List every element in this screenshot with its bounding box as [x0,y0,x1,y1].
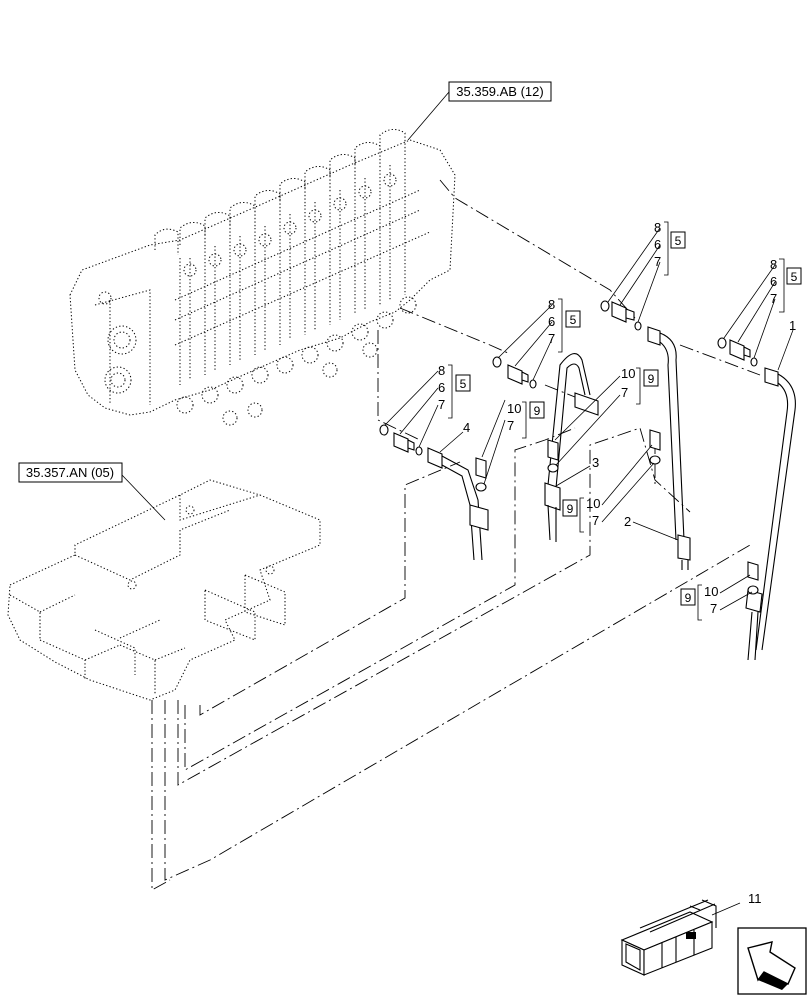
routing-lines [151,179,761,891]
callout-8b: 8 [770,257,777,272]
o-ring-7g [649,455,661,465]
callout-7e: 7 [507,418,514,433]
o-ring-7a [634,321,642,331]
kit-label-5d: 5 [460,377,467,391]
callout-8c: 8 [548,297,555,312]
callout-6a: 6 [654,237,661,252]
callout-11: 11 [748,891,762,906]
bottom-ports [176,296,417,426]
kit-box-9g[interactable] [562,499,578,517]
adapter-6a [611,301,627,323]
callout-7h: 7 [710,601,717,616]
fitting-group-d: 8 6 7 5 [379,363,471,456]
pilot-block [7,479,321,701]
kit-box-5a[interactable] [670,231,686,249]
kit-label-5c: 5 [570,313,577,327]
hydraulic-pipe-2: 2 [624,326,691,570]
callout-7g: 7 [592,513,599,528]
hydraulic-pipe-4: 4 [427,420,489,561]
callout-7a: 7 [654,254,661,269]
o-ring-7f [547,463,559,473]
o-ring-8d [379,424,389,436]
o-ring-7c [529,379,537,389]
kit-box-5d[interactable] [455,374,471,392]
callout-10h: 10 [704,584,718,599]
kit-label-9f: 9 [648,372,655,386]
union-10g [649,429,661,451]
kit-box-5b[interactable] [786,267,802,285]
pilot-reference[interactable]: 35.357.AN (05) [18,462,166,521]
callout-4: 4 [463,420,470,435]
fitting-group-e: 10 7 9 [475,399,545,492]
fitting-group-b: 8 6 7 5 [717,257,802,367]
kit-label-9g: 9 [567,502,574,516]
kit-box-9h[interactable] [680,588,696,606]
callout-8d: 8 [438,363,445,378]
adapter-6d [393,432,409,453]
control-valve-block [69,129,456,426]
valve-sections [174,158,431,385]
kit-box-9e[interactable] [529,401,545,419]
fitting-group-c: 8 6 7 5 [492,297,581,389]
union-10h [747,561,759,581]
navigation-arrow-icon[interactable] [737,927,807,995]
kit-box-9f[interactable] [643,369,659,387]
kit-box-5c[interactable] [565,310,581,328]
spool-caps [154,129,406,277]
callout-6d: 6 [438,380,445,395]
pilot-reference-text: 35.357.AN (05) [26,465,114,480]
callout-7c: 7 [548,331,555,346]
callout-10g: 10 [586,496,600,511]
kit-label-5b: 5 [791,270,798,284]
callout-10f: 10 [621,366,635,381]
callout-2: 2 [624,514,631,529]
fitting-group-h: 10 7 9 [680,561,759,621]
o-ring-8c [492,356,502,368]
fitting-group-f: 10 7 9 [547,366,659,473]
hydraulic-pipe-1: 1 [745,318,796,661]
callout-7b: 7 [770,291,777,306]
o-ring-8b [717,337,727,349]
callout-1: 1 [789,318,796,333]
fitting-group-g: 10 7 9 [562,429,661,533]
o-ring-8a [600,300,610,312]
o-ring-7h [747,585,759,595]
callout-7f: 7 [621,385,628,400]
kit-label-9h: 9 [685,591,692,605]
callout-7d: 7 [438,397,445,412]
adapter-6c [507,364,523,385]
union-10e [475,457,487,479]
kit-label-5a: 5 [675,234,682,248]
callout-6c: 6 [548,314,555,329]
valve-reference-text: 35.359.AB (12) [456,84,543,99]
valve-reference[interactable]: 35.359.AB (12) [407,81,552,141]
kit-crate-icon[interactable]: 11 [620,891,762,976]
o-ring-7d [415,446,423,456]
fitting-group-a: 8 6 7 5 [600,220,686,331]
kit-label-9e: 9 [534,404,541,418]
callout-6b: 6 [770,274,777,289]
o-ring-7e [475,482,487,492]
o-ring-7b [750,357,758,367]
hydraulic-pipe-3: 3 [544,353,599,542]
callout-10e: 10 [507,401,521,416]
adapter-6b [729,339,745,361]
callout-3: 3 [592,455,599,470]
union-10f [547,439,559,461]
callout-8a: 8 [654,220,661,235]
